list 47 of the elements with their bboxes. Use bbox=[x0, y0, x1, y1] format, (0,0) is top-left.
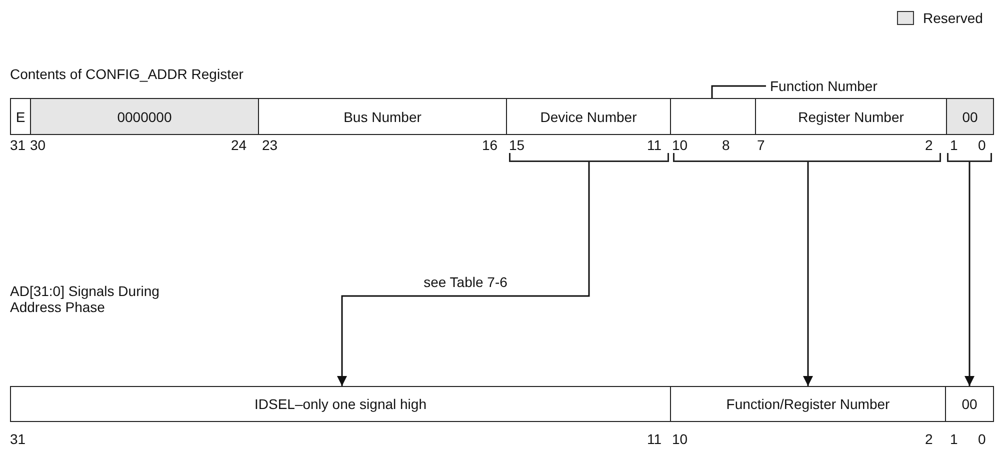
register-field bbox=[10, 386, 671, 422]
field-label: E bbox=[16, 108, 26, 124]
section-heading: Contents of CONFIG_ADDR Register bbox=[10, 66, 244, 82]
field-label: Function/Register Number bbox=[726, 396, 890, 412]
register-field bbox=[506, 98, 671, 135]
bit-number: 31 bbox=[10, 137, 26, 153]
register-field bbox=[30, 98, 259, 135]
bit-number: 23 bbox=[262, 137, 278, 153]
leader-line bbox=[711, 85, 766, 98]
bit-number: 8 bbox=[722, 137, 730, 153]
bit-number: 24 bbox=[231, 137, 247, 153]
edge-label: see Table 7-6 bbox=[422, 274, 510, 290]
bit-number: 1 bbox=[950, 431, 958, 447]
bit-number: 2 bbox=[925, 431, 933, 447]
field-label: Device Number bbox=[540, 108, 637, 124]
bit-number: 1 bbox=[950, 137, 958, 153]
field-label: Register Number bbox=[798, 108, 904, 124]
section-heading: AD[31:0] Signals During Address Phase bbox=[10, 283, 160, 315]
arrow bbox=[964, 162, 974, 386]
field-label: 00 bbox=[962, 108, 978, 124]
register-field bbox=[945, 386, 994, 422]
field-label: 00 bbox=[962, 396, 978, 412]
bit-number: 16 bbox=[482, 137, 498, 153]
register-field bbox=[10, 98, 31, 135]
register-field bbox=[258, 98, 507, 135]
bit-number: 10 bbox=[672, 137, 688, 153]
bit-number: 15 bbox=[509, 137, 525, 153]
field-label: 0000000 bbox=[117, 108, 172, 124]
register-field bbox=[755, 98, 947, 135]
field-label: IDSEL–only one signal high bbox=[254, 396, 426, 412]
bit-number: 11 bbox=[647, 137, 662, 153]
register-field bbox=[670, 386, 946, 422]
bit-number: 30 bbox=[30, 137, 46, 153]
bit-number: 0 bbox=[978, 431, 986, 447]
bit-number: 11 bbox=[647, 431, 662, 447]
arrow bbox=[337, 162, 590, 386]
bit-number: 7 bbox=[757, 137, 765, 153]
bit-number: 0 bbox=[978, 137, 986, 153]
field-label: Bus Number bbox=[344, 108, 422, 124]
register-field bbox=[670, 98, 756, 135]
legend-label: Reserved bbox=[923, 10, 983, 26]
bit-number: 2 bbox=[925, 137, 933, 153]
register-field bbox=[946, 98, 994, 135]
arrow bbox=[803, 162, 813, 386]
callout-text: Function Number bbox=[770, 78, 878, 94]
bit-number: 10 bbox=[672, 431, 688, 447]
bit-number: 31 bbox=[10, 431, 26, 447]
